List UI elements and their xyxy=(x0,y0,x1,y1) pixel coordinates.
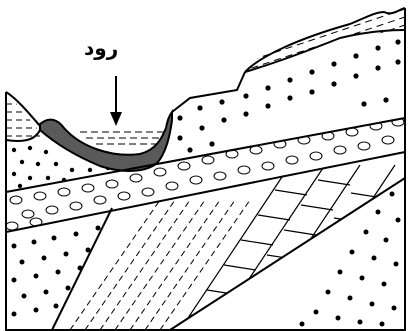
dotted-sandstone-lower-right xyxy=(300,192,401,327)
section-frame xyxy=(6,8,405,330)
dotted-sandstone-lower-left xyxy=(12,226,101,317)
river-bed xyxy=(40,112,172,171)
river-arrow xyxy=(110,76,122,126)
layer-boundaries xyxy=(6,8,405,330)
water-surface xyxy=(80,132,168,144)
